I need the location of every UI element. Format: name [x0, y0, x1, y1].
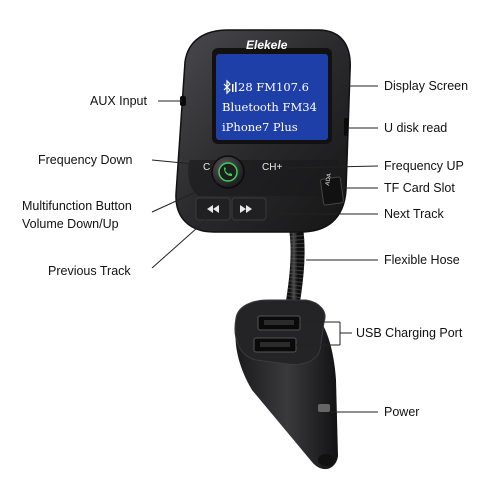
- tf-card-slot[interactable]: [320, 176, 344, 206]
- leader-frequency-down: [151, 159, 215, 167]
- bluetooth-icon: [223, 79, 231, 95]
- device-head: [175, 29, 351, 233]
- channel-down-label: C: [203, 162, 211, 173]
- label-multifunction-button: Multifunction Button: [22, 199, 132, 213]
- label-previous-track: Previous Track: [48, 264, 131, 278]
- label-tf-card-slot: TF Card Slot: [384, 181, 455, 195]
- label-display-screen: Display Screen: [384, 79, 469, 93]
- channel-up-label[interactable]: CH+: [262, 162, 283, 173]
- u-disk-port[interactable]: [344, 118, 348, 136]
- label-flexible-hose: Flexible Hose: [384, 253, 460, 267]
- charger-base: [234, 299, 338, 470]
- screen-line-3: iPhone7 Plus: [222, 120, 298, 134]
- leader-frequency-up: [285, 165, 379, 169]
- label-frequency-down: Frequency Down: [38, 153, 133, 167]
- previous-track-icon: [207, 205, 219, 213]
- display-screen: [216, 54, 328, 140]
- aux-jack[interactable]: [180, 96, 186, 106]
- leader-multifunction: [151, 181, 219, 213]
- leader-previous-track: [151, 219, 207, 269]
- leader-lines: [151, 85, 379, 413]
- label-volume: Volume Down/Up: [22, 217, 119, 231]
- sound-bars-icon: [232, 82, 237, 92]
- label-aux-input: AUX Input: [90, 94, 147, 108]
- label-power: Power: [384, 405, 420, 419]
- label-usb-charging-port: USB Charging Port: [356, 326, 463, 340]
- power-spring: [318, 404, 330, 412]
- next-track-icon: [240, 205, 252, 213]
- screen-line-1: 28 FM107.6: [238, 80, 309, 94]
- phone-icon: [224, 167, 232, 176]
- label-u-disk-read: U disk read: [384, 121, 448, 135]
- brand-logo: Elekele: [246, 38, 288, 52]
- power-contact: [318, 454, 334, 466]
- multifunction-button[interactable]: [218, 162, 238, 182]
- label-next-track: Next Track: [384, 207, 444, 221]
- screen-line-2: Bluetooth FM34: [222, 100, 317, 114]
- label-frequency-up: Frequency UP: [384, 159, 464, 173]
